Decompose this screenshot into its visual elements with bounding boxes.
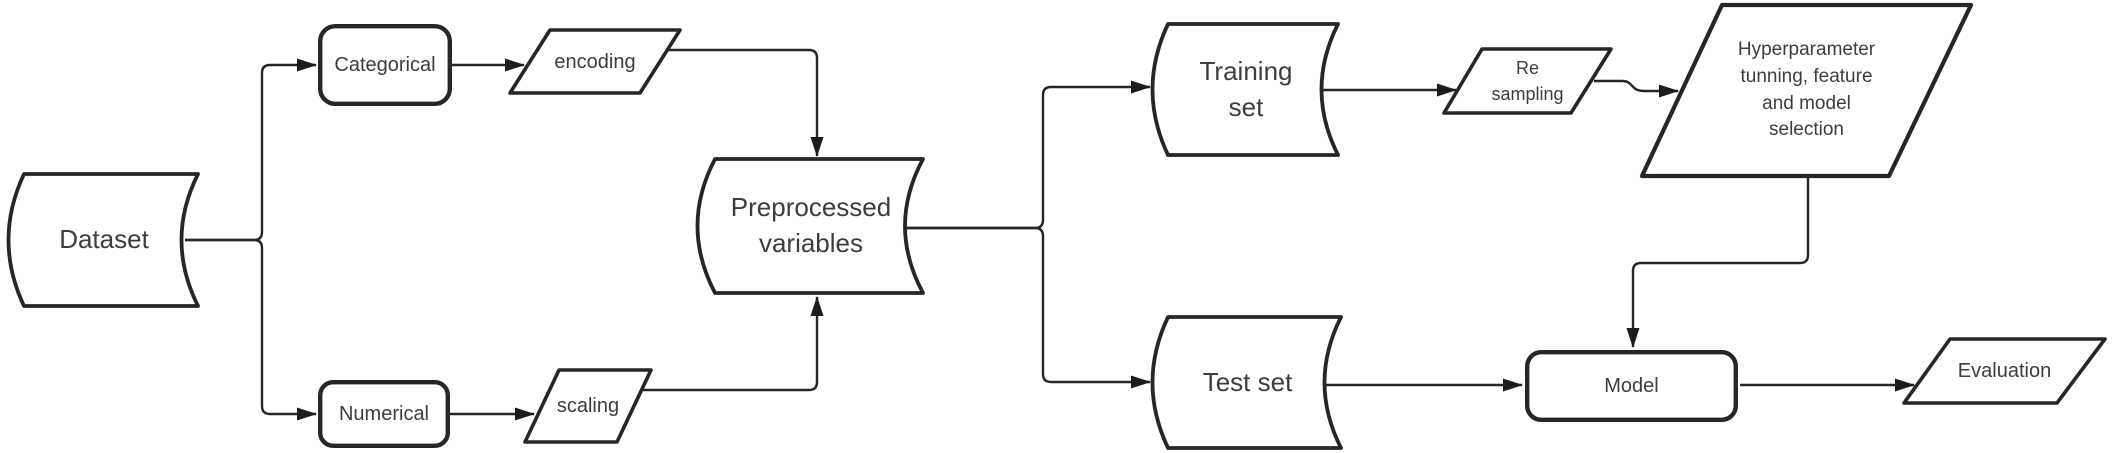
node-training-set: Training set: [1150, 22, 1340, 157]
node-categorical-label: Categorical: [334, 54, 436, 76]
edge-dataset-to-categorical: [185, 58, 317, 242]
edge-hyperparameter-to-model: [1626, 178, 1810, 348]
node-scaling: scaling: [523, 368, 653, 444]
node-evaluation: Evaluation: [1902, 337, 2107, 405]
parallelogram-shape: [1639, 2, 1974, 179]
node-encoding: encoding: [508, 28, 682, 95]
node-resampling-label: Re sampling: [1491, 57, 1564, 104]
node-numerical-label: Numerical: [338, 403, 430, 425]
rounded-rect-shape: [318, 24, 453, 106]
node-preprocessed-variables-label: Preprocessed variables: [730, 192, 892, 258]
edge-dataset-to-numerical: [185, 238, 317, 421]
node-evaluation-label: Evaluation: [1957, 360, 2052, 382]
stored-data-shape: [6, 172, 200, 308]
stored-data-shape: [695, 157, 925, 295]
node-hyperparameter-selection: Hyperparameter tunning, feature and mode…: [1639, 2, 1974, 179]
rounded-rect-shape: [1525, 350, 1739, 422]
node-resampling: Re sampling: [1442, 47, 1613, 115]
node-preprocessed-variables: Preprocessed variables: [695, 157, 925, 295]
edge-scaling-to-preprocessed: [641, 296, 824, 392]
edge-preprocessed-to-training-set: [907, 80, 1151, 230]
node-categorical: Categorical: [318, 24, 453, 106]
node-test-set-label: Test set: [1202, 366, 1293, 397]
stored-data-shape: [1150, 22, 1340, 157]
node-dataset: Dataset: [6, 172, 200, 308]
edge-preprocessed-to-test-set: [907, 226, 1151, 389]
node-numerical: Numerical: [318, 380, 450, 448]
node-scaling-label: scaling: [556, 395, 620, 417]
parallelogram-shape: [508, 28, 682, 95]
node-dataset-label: Dataset: [59, 224, 149, 255]
edge-encoding-to-preprocessed: [667, 48, 824, 157]
node-training-set-label: Training set: [1199, 55, 1293, 122]
parallelogram-shape: [523, 368, 653, 444]
parallelogram-shape: [1902, 337, 2107, 405]
stored-data-shape: [1150, 315, 1343, 450]
node-test-set: Test set: [1150, 315, 1343, 450]
node-model-label: Model: [1604, 375, 1659, 397]
edge-resampling-to-hyperparameter: [1594, 79, 1679, 98]
node-encoding-label: encoding: [554, 50, 636, 73]
node-hyperparameter-selection-label: Hyperparameter tunning, feature and mode…: [1737, 38, 1876, 141]
node-model: Model: [1525, 350, 1739, 422]
rounded-rect-shape: [318, 380, 450, 448]
